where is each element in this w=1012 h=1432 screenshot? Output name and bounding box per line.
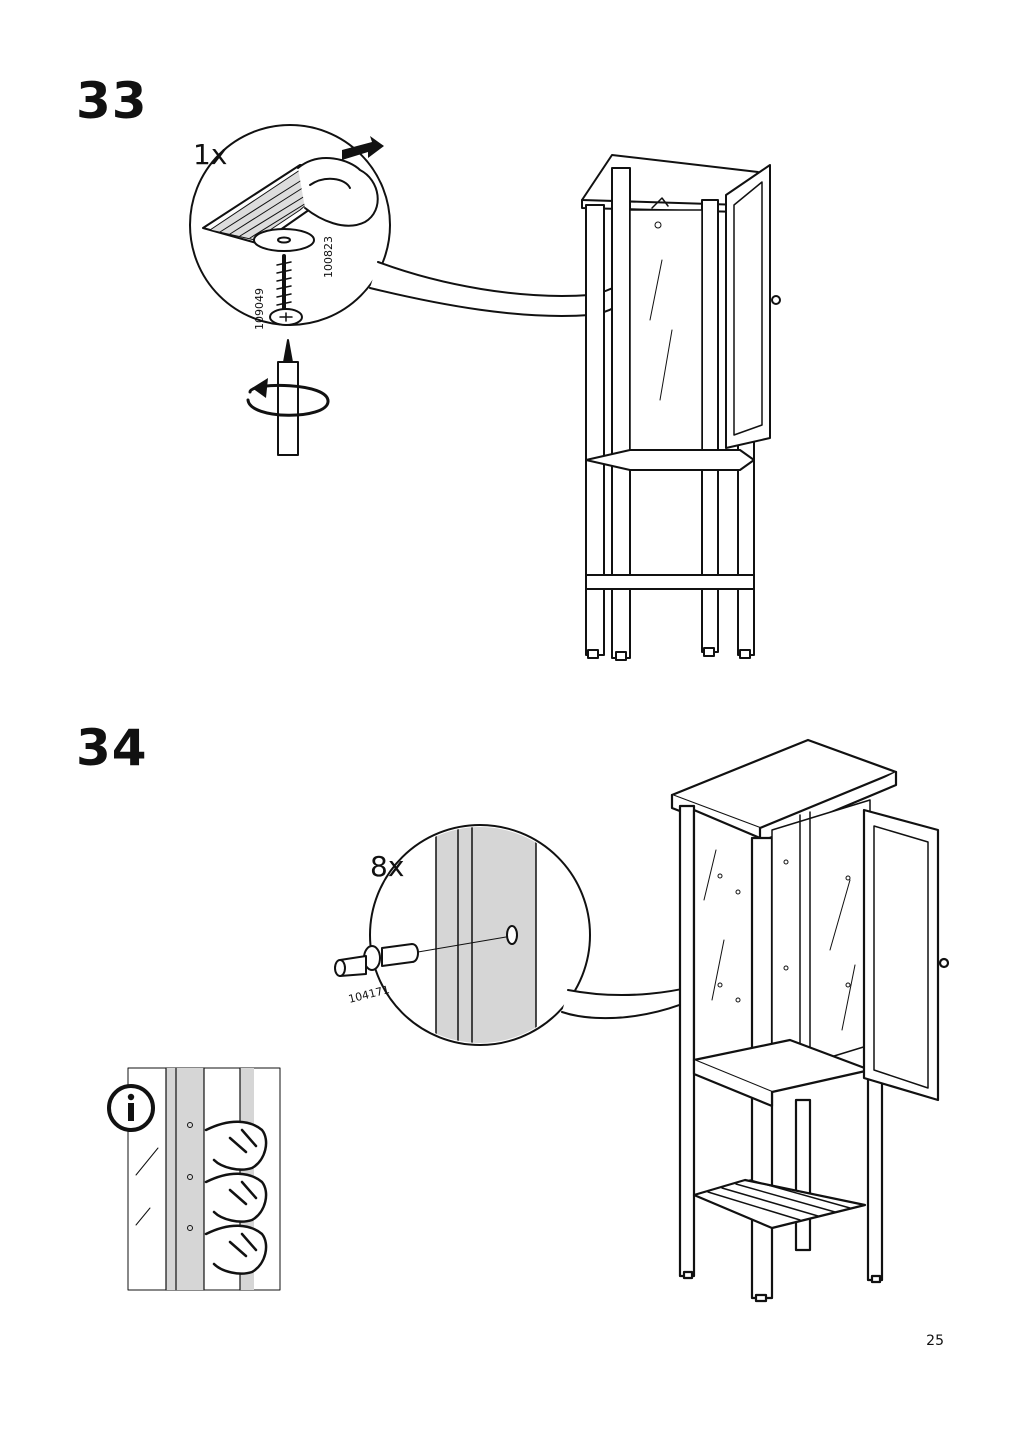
step-34-quantity: 8x — [370, 850, 405, 883]
step-33-detail-circle — [189, 124, 391, 326]
pressing-hand-icon — [204, 1120, 268, 1275]
page-number: 25 — [926, 1333, 944, 1349]
shelf-pin-icon — [334, 936, 507, 977]
info-icon — [107, 1084, 155, 1132]
push-arrow-icon — [342, 136, 384, 160]
part-number-109049: 109049 — [253, 288, 266, 330]
info-detail-panel — [127, 1067, 281, 1291]
cabinet-step-33 — [581, 154, 781, 661]
step-34-number: 34 — [76, 719, 148, 777]
step-34-detail-circle — [369, 824, 591, 1046]
screwdriver-icon — [246, 339, 330, 456]
part-number-100823: 100823 — [322, 236, 335, 278]
step-33-quantity: 1x — [193, 138, 228, 171]
step-33-number: 33 — [76, 72, 148, 130]
cabinet-step-34 — [670, 738, 950, 1303]
